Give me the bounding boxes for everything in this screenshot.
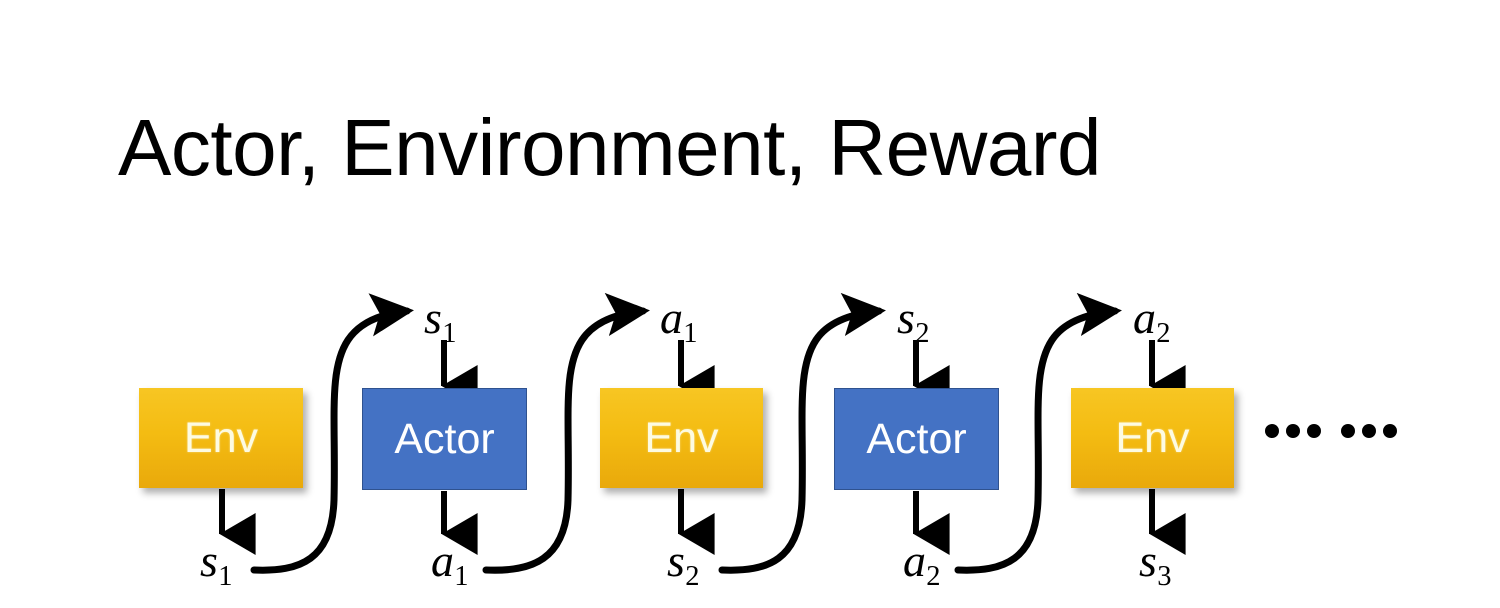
ellipsis-gap — [1328, 431, 1334, 432]
math-label-bot-s1: s1 — [200, 535, 232, 591]
node-label-actor2: Actor — [866, 414, 967, 463]
node-env3: Env — [1071, 388, 1234, 488]
vertical-arrows-in-group — [441, 340, 1186, 407]
math-base: s — [1139, 535, 1157, 586]
node-env2: Env — [600, 388, 763, 488]
math-subscript: 2 — [915, 317, 930, 349]
node-env1: Env — [139, 388, 303, 488]
vertical-arrows-out-group — [219, 489, 1186, 555]
node-label-env2: Env — [644, 413, 719, 462]
math-subscript: 3 — [1157, 560, 1172, 592]
math-label-bot-a1: a1 — [431, 535, 469, 591]
math-subscript: 1 — [454, 560, 469, 592]
node-label-env3: Env — [1115, 413, 1190, 462]
ellipsis-dot — [1383, 424, 1397, 438]
math-label-bot-a2: a2 — [903, 535, 941, 591]
math-subscript: 1 — [218, 560, 233, 592]
node-label-env1: Env — [183, 413, 259, 462]
math-base: s — [424, 292, 442, 343]
math-base: s — [897, 292, 915, 343]
math-subscript: 2 — [926, 560, 941, 592]
math-subscript: 1 — [683, 317, 698, 349]
math-label-top-s1: s1 — [424, 292, 456, 348]
curve-a1 — [482, 292, 650, 574]
math-base: a — [431, 535, 454, 586]
math-label-bot-s2: s2 — [667, 535, 699, 591]
math-base: a — [903, 535, 926, 586]
math-label-top-s2: s2 — [897, 292, 929, 348]
math-label-top-a1: a1 — [660, 292, 698, 348]
ellipsis-dot — [1362, 424, 1376, 438]
math-base: s — [667, 535, 685, 586]
math-label-top-a2: a2 — [1133, 292, 1171, 348]
node-actor1: Actor — [362, 388, 527, 490]
math-subscript: 2 — [1156, 317, 1171, 349]
node-actor2: Actor — [834, 388, 999, 490]
node-label-actor1: Actor — [394, 414, 495, 463]
ellipsis-dot — [1341, 424, 1355, 438]
math-subscript: 2 — [685, 560, 700, 592]
math-subscript: 1 — [442, 317, 457, 349]
ellipsis-continuation — [1265, 424, 1397, 438]
math-base: a — [1133, 292, 1156, 343]
curve-s2 — [718, 292, 886, 574]
ellipsis-dot — [1286, 424, 1300, 438]
curve-a2 — [954, 292, 1122, 574]
curved-connectors-group — [250, 292, 1122, 574]
math-base: a — [660, 292, 683, 343]
ellipsis-dot — [1265, 424, 1279, 438]
curve-s1 — [250, 293, 414, 574]
math-label-bot-s3: s3 — [1139, 535, 1171, 591]
math-base: s — [200, 535, 218, 586]
page-title: Actor, Environment, Reward — [118, 103, 1101, 192]
ellipsis-dot — [1307, 424, 1321, 438]
